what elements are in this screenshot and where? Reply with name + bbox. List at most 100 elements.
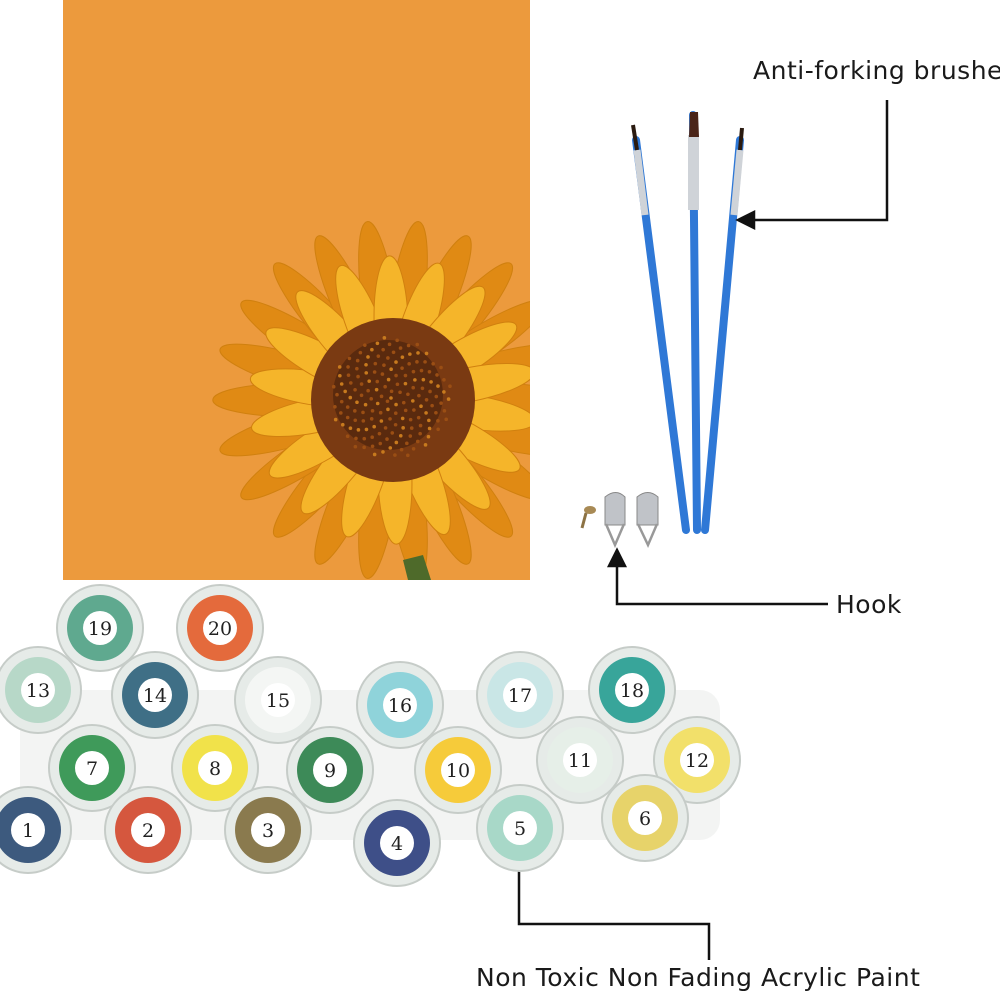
paint-pot-16: 16 (356, 661, 444, 749)
sunflower-seed (380, 372, 385, 376)
sunflower-seed (331, 384, 336, 389)
paint-pot-number: 13 (26, 680, 50, 702)
brush-arrow (735, 100, 889, 231)
sunflower-seed (406, 343, 411, 348)
sunflower-seed (395, 382, 400, 387)
sunflower-seed (370, 347, 374, 352)
paint-pot-5: 5 (476, 784, 564, 872)
sunflower-seed (436, 418, 440, 423)
sunflower-seed (333, 405, 337, 409)
sunflower-seed (415, 360, 419, 364)
sunflower-seed (385, 399, 390, 404)
sunflower-seed (394, 373, 398, 378)
sunflower-seed (393, 411, 398, 415)
sunflower-seed (338, 373, 342, 378)
sunflower-seed (403, 408, 408, 413)
flower-stem (403, 555, 431, 580)
sunflower-seed (389, 367, 393, 372)
sunflower-seed (370, 409, 375, 413)
sunflower-seed (356, 374, 360, 379)
sunflower-seed (348, 426, 353, 430)
sunflower-seed (333, 417, 338, 422)
sunflower-seed (418, 423, 423, 428)
paint-pot-number: 18 (620, 680, 644, 702)
sunflower-seed (382, 363, 386, 367)
sunflower-seed (353, 409, 357, 413)
sunflower-seed (372, 452, 377, 457)
paint-pot-number: 9 (324, 760, 336, 782)
paint-pot-number: 1 (22, 820, 34, 842)
sunflower-seed (394, 402, 398, 407)
paint-pot-number: 3 (262, 820, 274, 842)
paint-pot-number: 2 (142, 820, 154, 842)
sunflower-seed (393, 453, 397, 457)
sunflower-seed (436, 427, 440, 432)
sunflower-seed (375, 341, 380, 346)
sunflower-canvas-image (63, 0, 530, 580)
sunflower-seed (390, 431, 395, 435)
sunflower-seed (355, 358, 360, 363)
sunflower-seed (363, 343, 367, 347)
sunflower-seed (427, 369, 432, 374)
sunflower-seed (364, 362, 368, 367)
sunflower-seed (359, 393, 364, 398)
sunflower-seed (381, 450, 385, 454)
sunflower-seed (370, 435, 375, 439)
paint-arrow (508, 830, 711, 960)
paint-pot-10: 10 (414, 726, 502, 814)
sunflower-seed (373, 361, 378, 366)
sunflower-seed (361, 419, 366, 423)
paint-pot-7: 7 (48, 724, 136, 812)
sunflower-seed (385, 437, 389, 441)
sunflower-seed (413, 378, 417, 382)
sunflower-seed (406, 392, 410, 397)
sunflower-seed (393, 422, 398, 427)
sunflower-seed (358, 350, 363, 355)
paint-pot-number: 14 (143, 685, 167, 707)
sunflower-seed (411, 446, 416, 451)
sunflower-seed (372, 370, 377, 374)
sunflower-seed (411, 369, 416, 374)
sunflower-seed (401, 400, 406, 405)
paint-pot-6: 6 (601, 774, 689, 862)
sunflower-seed (446, 397, 451, 401)
sunflower-seed (339, 411, 343, 415)
paint-pot-8: 8 (171, 724, 259, 812)
sunflower-seed (348, 395, 353, 400)
sunflower-seed (418, 431, 422, 436)
sunflower-seed (419, 368, 424, 373)
sunflower-seed (411, 399, 415, 403)
sunflower-seed (339, 382, 344, 386)
sunflower-seed (353, 444, 358, 449)
paint-pot-number: 11 (568, 750, 592, 772)
hook-hanger-left (604, 492, 626, 549)
sunflower-seed (417, 393, 421, 398)
sunflower-seed (436, 384, 440, 388)
brush-label: Anti-forking brushe (753, 56, 1000, 85)
sunflower-seed (423, 443, 428, 447)
sunflower-seed (428, 389, 432, 394)
hook-hanger-right (636, 492, 659, 549)
sunflower-drawing (63, 0, 530, 580)
sunflower-seed (379, 394, 384, 399)
paint-pot-13: 13 (0, 646, 82, 734)
sunflower-seed (345, 415, 350, 420)
sunflower-seed (403, 373, 408, 378)
sunflower-seed (416, 351, 420, 355)
sunflower-seed (386, 377, 391, 382)
sunflower-seed (448, 384, 452, 389)
sunflower-seed (364, 427, 369, 432)
sunflower-seed (427, 418, 431, 423)
sunflower-seed (355, 366, 359, 371)
sunflower-seed (364, 371, 369, 375)
sunflower-seed (426, 434, 431, 439)
sunflower-seed (343, 389, 347, 394)
sunflower-seed (423, 360, 427, 364)
paint-pot-number: 4 (391, 833, 403, 855)
sunflower-seed (395, 338, 399, 343)
seed-group (331, 336, 452, 458)
sunflower-seed (367, 379, 371, 383)
brush-middle (688, 111, 701, 534)
sunflower-seed (399, 447, 404, 452)
paint-pot-19: 19 (56, 584, 144, 672)
